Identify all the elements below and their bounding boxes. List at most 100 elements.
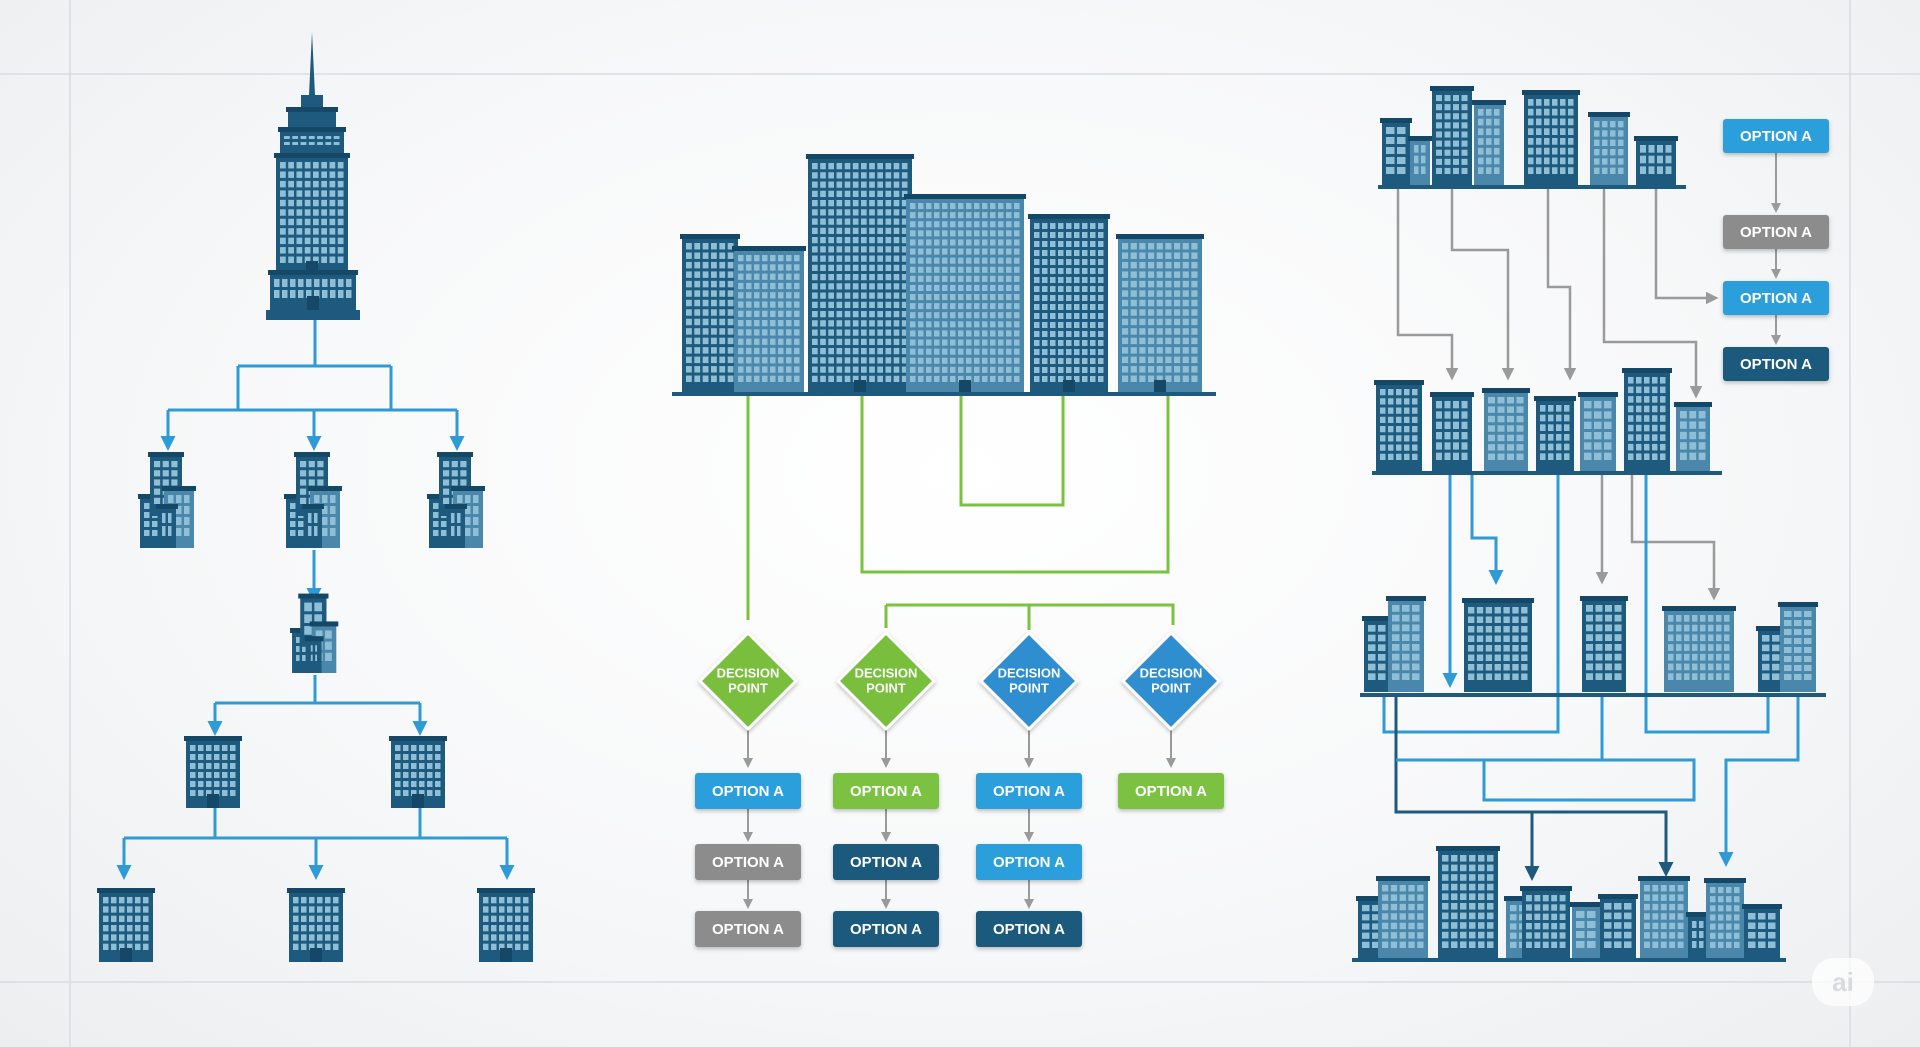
left-buildings [97, 32, 535, 962]
office-building-icon [1028, 214, 1110, 394]
office-building-icon [477, 888, 535, 962]
office-building-icon [1634, 136, 1678, 186]
office-building-icon [184, 736, 242, 808]
office-building-icon [732, 246, 806, 394]
building-cluster-icon [138, 452, 196, 548]
option-label: OPTION A [1740, 290, 1812, 307]
option-box[interactable]: OPTION A [833, 911, 939, 947]
right-city-rows [1352, 86, 1826, 962]
option-box[interactable]: OPTION A [976, 844, 1082, 880]
office-building-icon [1534, 396, 1576, 472]
office-building-icon [1580, 596, 1628, 692]
skyscraper-icon [266, 32, 360, 320]
center-decision-panel: DECISIONPOINTDECISIONPOINTDECISIONPOINTD… [672, 154, 1224, 947]
office-building-icon [1638, 876, 1690, 960]
option-box[interactable]: OPTION A [1723, 281, 1829, 315]
connector-line [1630, 475, 1721, 601]
building-cluster-icon [284, 452, 342, 548]
office-building-icon [1430, 86, 1474, 186]
option-label: OPTION A [1740, 128, 1812, 145]
city-baseline [1378, 185, 1686, 189]
connector-line [1396, 189, 1459, 381]
office-building-icon [1408, 136, 1432, 186]
connector-line [1396, 758, 1696, 802]
building-cluster-icon [290, 593, 339, 673]
option-label: OPTION A [1740, 224, 1812, 241]
office-building-icon [1756, 626, 1786, 692]
connector-line [860, 396, 1170, 574]
office-building-icon [680, 234, 740, 394]
office-building-icon [1436, 846, 1500, 960]
office-building-icon [1704, 878, 1746, 960]
option-label: OPTION A [1135, 783, 1207, 800]
option-box[interactable]: OPTION A [833, 773, 939, 809]
right-city-flow-panel: OPTION A OPTION A OPTION A OPTION A [1352, 86, 1829, 962]
option-label: OPTION A [850, 921, 922, 938]
office-building-icon [302, 504, 324, 548]
connector-line [1718, 697, 1800, 867]
option-box[interactable]: OPTION A [695, 844, 801, 880]
office-building-icon [1662, 606, 1736, 692]
office-building-icon [1588, 112, 1630, 186]
office-building-icon [274, 153, 350, 275]
connector-line [1450, 189, 1515, 381]
office-building-icon [1578, 392, 1618, 472]
office-tower-icon [389, 736, 447, 808]
office-tower-icon [184, 736, 242, 808]
option-label: OPTION A [850, 854, 922, 871]
option-label: OPTION A [993, 783, 1065, 800]
office-tower-icon [287, 888, 345, 962]
decision-label: DECISION [998, 665, 1061, 680]
center-city-block [672, 154, 1216, 396]
office-building-icon [1462, 598, 1534, 692]
option-label: OPTION A [993, 921, 1065, 938]
option-label: OPTION A [712, 783, 784, 800]
office-building-icon [287, 888, 345, 962]
office-building-icon [1116, 234, 1204, 394]
watermark-badge: ai [1812, 958, 1874, 1006]
decision-label: POINT [728, 680, 768, 695]
office-building-icon [1522, 90, 1580, 186]
right-option-chain: OPTION A OPTION A OPTION A OPTION A [1723, 119, 1829, 381]
office-building-icon [286, 107, 338, 131]
option-box[interactable]: OPTION A [976, 773, 1082, 809]
connector-line [1532, 810, 1674, 877]
decision-label: POINT [866, 680, 906, 695]
connector-line [1644, 475, 1770, 734]
office-building-icon [389, 736, 447, 808]
connector-line [886, 603, 1175, 625]
option-box[interactable]: OPTION A [833, 844, 939, 880]
option-box[interactable]: OPTION A [1118, 773, 1224, 809]
office-building-icon [1570, 902, 1602, 960]
office-building-icon [806, 154, 914, 394]
office-tower-icon [97, 888, 155, 962]
option-box[interactable]: OPTION A [1723, 119, 1829, 153]
connector-line [959, 396, 1065, 507]
office-building-icon [278, 127, 346, 157]
option-box[interactable]: OPTION A [1723, 347, 1829, 381]
option-label: OPTION A [1740, 356, 1812, 373]
city-baseline [1372, 471, 1722, 475]
office-building-icon [1686, 912, 1710, 960]
option-box[interactable]: OPTION A [695, 773, 801, 809]
decision-points: DECISIONPOINTDECISIONPOINTDECISIONPOINTD… [698, 631, 1221, 731]
office-building-icon [1380, 118, 1412, 186]
connector-line [1654, 189, 1719, 305]
option-box[interactable]: OPTION A [695, 911, 801, 947]
option-box[interactable]: OPTION A [1723, 215, 1829, 249]
office-building-icon [1520, 886, 1572, 960]
office-building-icon [1376, 876, 1430, 960]
office-building-icon [156, 504, 178, 548]
decision-label: POINT [1009, 680, 1049, 695]
option-label: OPTION A [712, 921, 784, 938]
option-box[interactable]: OPTION A [976, 911, 1082, 947]
connector-line [1382, 475, 1560, 734]
office-building-icon [1674, 402, 1712, 472]
